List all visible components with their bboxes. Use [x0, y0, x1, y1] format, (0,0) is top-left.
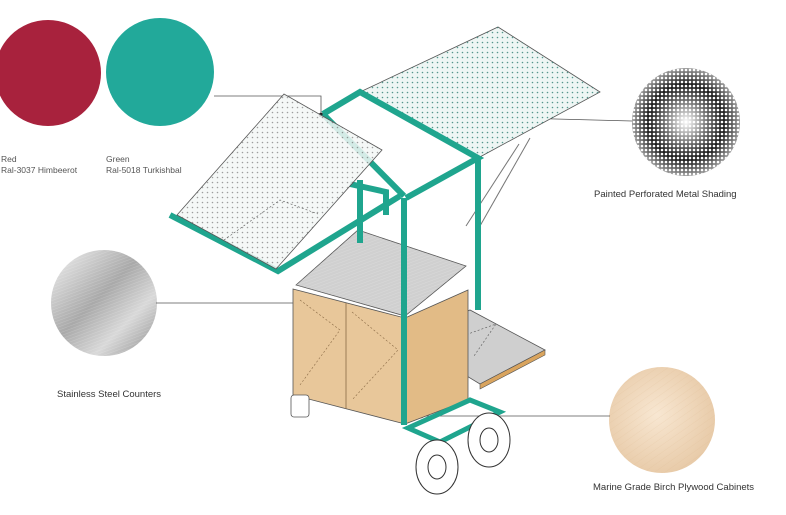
green-swatch-name: Green	[106, 154, 130, 164]
birch-plywood-texture	[609, 367, 715, 473]
steel-label: Stainless Steel Counters	[57, 389, 162, 400]
green-swatch	[106, 18, 214, 126]
red-swatch	[0, 20, 101, 126]
brushed-steel-texture	[51, 250, 157, 356]
perforated-metal-texture	[632, 68, 740, 176]
red-swatch-name: Red	[1, 154, 17, 164]
shading-label: Painted Perforated Metal Shading	[594, 189, 737, 200]
kiosk-illustration	[168, 26, 601, 495]
wheels	[415, 412, 511, 495]
red-swatch-code: Ral-3037 Himbeerot	[1, 165, 78, 175]
green-swatch-code: Ral-5018 Turkishbal	[106, 165, 182, 175]
plywood-label: Marine Grade Birch Plywood Cabinets	[593, 482, 755, 493]
